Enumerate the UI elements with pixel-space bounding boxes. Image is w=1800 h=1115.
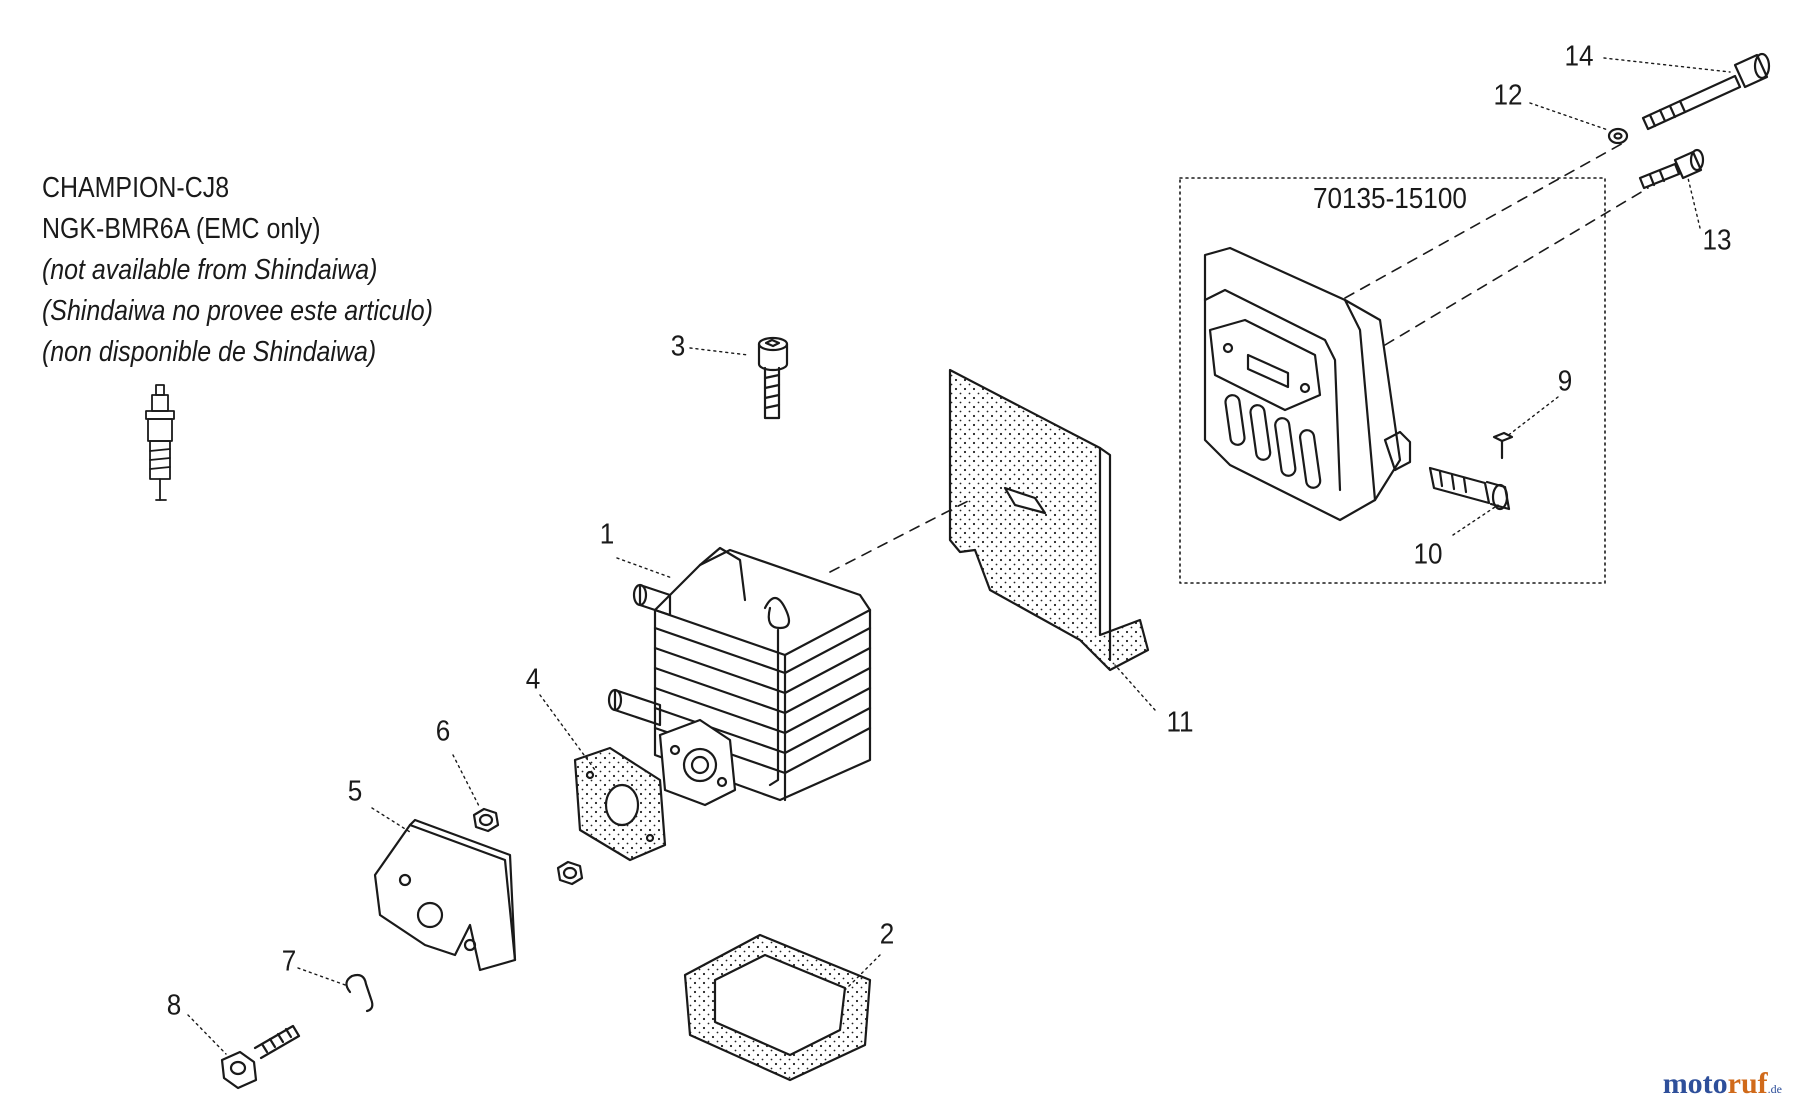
part-12-washer: [1607, 127, 1629, 145]
part-13-bolt: [1638, 148, 1705, 190]
callout-7: 7: [281, 945, 297, 978]
spark-plug: [145, 384, 175, 501]
callout-14: 14: [1564, 40, 1594, 73]
muffler-kit-part-number: 70135-15100: [1313, 183, 1467, 215]
part-8-bolt: [220, 1024, 301, 1090]
spark-plug-spec-2: NGK-BMR6A (EMC only): [42, 213, 321, 245]
callout-9: 9: [1557, 365, 1573, 398]
part-7-clip: [345, 973, 374, 1013]
motoruf-logo: motoruf.de: [1662, 1067, 1782, 1100]
callout-10: 10: [1413, 538, 1443, 571]
muffler: [1203, 246, 1412, 522]
nut-lower: [556, 860, 584, 886]
muffler-kit-box: [1179, 177, 1606, 584]
callout-6: 6: [435, 715, 451, 748]
spark-plug-note-en: (not available from Shindaiwa): [42, 254, 378, 286]
callout-2: 2: [879, 918, 895, 951]
callout-1: 1: [599, 518, 615, 551]
part-3-cap-screw: [757, 336, 789, 420]
callout-3: 3: [670, 330, 686, 363]
part-5-insulator: [373, 818, 517, 972]
callout-8: 8: [166, 989, 182, 1022]
part-1-cylinder: [607, 546, 872, 807]
leader-lines: [187, 57, 1731, 1055]
part-9-screw: [1492, 431, 1514, 460]
spark-plug-note-es: (Shindaiwa no provee este articulo): [42, 295, 433, 327]
callout-11: 11: [1166, 706, 1194, 739]
spark-plug-spec-1: CHAMPION-CJ8: [42, 172, 230, 204]
callout-5: 5: [347, 775, 363, 808]
part-10-spark-arrestor: [1428, 466, 1511, 511]
part-11-heat-shield: [948, 368, 1150, 672]
callout-4: 4: [525, 663, 541, 696]
part-14-long-bolt: [1641, 52, 1771, 131]
spark-plug-note-fr: (non disponible de Shindaiwa): [42, 336, 377, 368]
part-6-nut: [472, 807, 500, 833]
callout-12: 12: [1493, 79, 1523, 112]
callout-13: 13: [1702, 224, 1732, 257]
